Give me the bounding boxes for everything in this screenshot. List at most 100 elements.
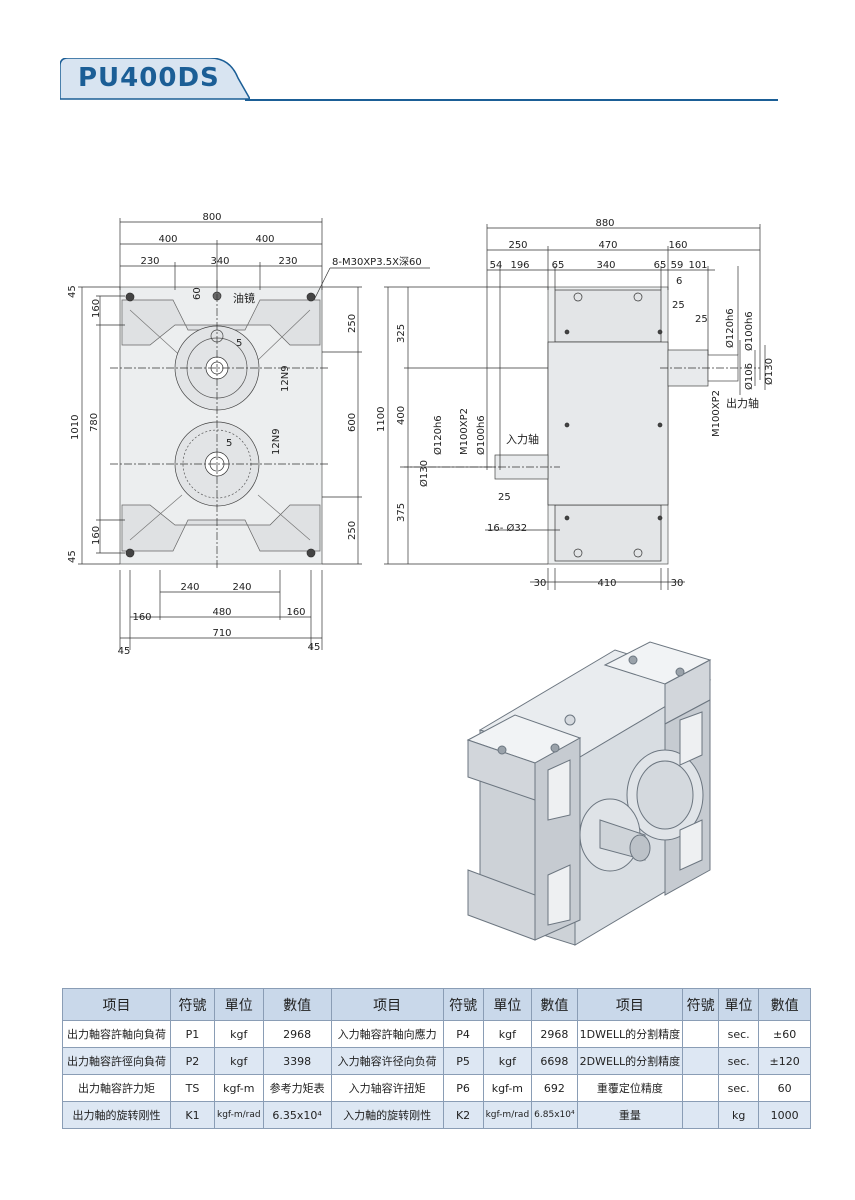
- table-cell: kg: [718, 1101, 760, 1129]
- front-key-b: 12N9: [271, 428, 282, 455]
- side-out-shaft-label: 出力轴: [726, 396, 759, 410]
- table-cell: P5: [442, 1047, 484, 1075]
- front-dim-160-bottom: 160: [91, 526, 102, 545]
- side-in-shaft-label: 入力轴: [506, 432, 539, 446]
- table-cell: K1: [170, 1101, 215, 1129]
- table-cell: [682, 1047, 720, 1075]
- front-dim-340: 340: [210, 256, 229, 267]
- table-cell: [682, 1074, 720, 1102]
- table-cell: sec.: [718, 1020, 760, 1048]
- header-item: 项目: [330, 988, 444, 1021]
- table-cell: 60: [758, 1074, 812, 1102]
- side-dim-470: 470: [598, 240, 617, 251]
- table-cell: 出力軸容許徑向負荷: [62, 1047, 171, 1075]
- table-cell: ±120: [758, 1047, 812, 1075]
- side-dim-101: 101: [688, 260, 707, 271]
- front-dim-400-left: 400: [158, 234, 177, 245]
- table-cell: kgf-m: [482, 1074, 533, 1102]
- header-unit: 單位: [214, 988, 264, 1021]
- technical-drawing: 800 400 400 230 340 230 8-M30XP3.5X深60 油…: [67, 212, 775, 657]
- side-in-m100: M100XP2: [459, 408, 470, 455]
- table-cell: 2DWELL的分割精度: [576, 1047, 684, 1075]
- header-unit: 單位: [482, 988, 533, 1021]
- table-cell: 入力轴容许扭矩: [330, 1074, 444, 1102]
- front-dim-160-br: 160: [286, 607, 305, 618]
- table-cell: K2: [442, 1101, 484, 1129]
- table-cell: ±60: [758, 1020, 812, 1048]
- front-dim-160-bl: 160: [132, 612, 151, 623]
- header-item: 项目: [62, 988, 171, 1021]
- header-rule: [245, 99, 778, 101]
- front-dim-1010: 1010: [70, 415, 81, 440]
- header-unit: 單位: [718, 988, 760, 1021]
- table-cell: 6.85x10⁴: [531, 1101, 578, 1129]
- table-cell: 入力軸的旋转刚性: [330, 1101, 444, 1129]
- front-dim-240-left: 240: [180, 582, 199, 593]
- table-cell: 重量: [576, 1101, 684, 1129]
- side-dim-54: 54: [490, 260, 503, 271]
- table-cell: 参考力矩表: [262, 1074, 332, 1102]
- front-dim-250-top: 250: [347, 314, 358, 333]
- table-cell: 2968: [531, 1020, 578, 1048]
- side-dim-30-right: 30: [671, 578, 684, 589]
- front-dim-45-bl: 45: [118, 646, 131, 657]
- table-row: 出力軸容許軸向負荷 P1 kgf 2968 入力軸容許軸向應力 P4 kgf 2…: [62, 1020, 812, 1048]
- page-header: PU400DS: [0, 0, 855, 110]
- header-symbol: 符號: [170, 988, 215, 1021]
- side-dim-59: 59: [671, 260, 684, 271]
- front-dim-400-right: 400: [255, 234, 274, 245]
- side-in-d100: Ø100h6: [475, 415, 487, 455]
- front-dim-60: 60: [192, 287, 203, 300]
- side-out-d120: Ø120h6: [724, 308, 736, 348]
- front-dim-45-bottom: 45: [67, 550, 78, 563]
- front-dim-230-left: 230: [140, 256, 159, 267]
- table-cell: P4: [442, 1020, 484, 1048]
- front-dim-240-right: 240: [232, 582, 251, 593]
- front-dim-230-right: 230: [278, 256, 297, 267]
- table-cell: P2: [170, 1047, 215, 1075]
- table-cell: TS: [170, 1074, 215, 1102]
- table-cell: kgf: [214, 1020, 264, 1048]
- table-header-row: 项目 符號 單位 數值 项目 符號 單位 數值 项目 符號 單位 數值: [62, 988, 812, 1021]
- spec-table: 项目 符號 單位 數值 项目 符號 單位 數值 项目 符號 單位 數值 出力軸容…: [62, 988, 812, 1129]
- table-cell: 1000: [758, 1101, 812, 1129]
- table-cell: kgf: [482, 1020, 533, 1048]
- front-dim-480: 480: [212, 607, 231, 618]
- header-value: 數值: [262, 988, 332, 1021]
- header-value: 數值: [758, 988, 812, 1021]
- table-cell: sec.: [718, 1074, 760, 1102]
- side-dim-410: 410: [597, 578, 616, 589]
- side-in-dim-25: 25: [498, 492, 511, 503]
- table-cell: 2968: [262, 1020, 332, 1048]
- table-cell: kgf: [482, 1047, 533, 1075]
- side-dim-196: 196: [510, 260, 529, 271]
- side-dim-375: 375: [396, 503, 407, 522]
- table-cell: kgf: [214, 1047, 264, 1075]
- front-dim-250-bottom: 250: [347, 521, 358, 540]
- isometric-view: [466, 641, 712, 946]
- front-key-a: 12N9: [280, 365, 291, 392]
- side-dim-880: 880: [595, 218, 614, 229]
- table-cell: P1: [170, 1020, 215, 1048]
- page-title: PU400DS: [78, 63, 220, 93]
- front-dim-45-top: 45: [67, 285, 78, 298]
- table-cell: 出力軸容許軸向負荷: [62, 1020, 171, 1048]
- table-cell: kgf-m/rad: [482, 1101, 533, 1129]
- side-dim-65b: 65: [654, 260, 667, 271]
- side-dim-340: 340: [596, 260, 615, 271]
- table-row: 出力軸容許力矩 TS kgf-m 参考力矩表 入力轴容许扭矩 P6 kgf-m …: [62, 1074, 812, 1102]
- side-in-d120: Ø120h6: [432, 415, 444, 455]
- table-cell: 6.35x10⁴: [262, 1101, 332, 1129]
- table-cell: 出力軸容許力矩: [62, 1074, 171, 1102]
- side-out-d130: Ø130: [763, 358, 775, 385]
- front-dim-45-br: 45: [308, 642, 321, 653]
- side-out-d100: Ø100h6: [743, 311, 755, 351]
- table-cell: 6698: [531, 1047, 578, 1075]
- side-dim-6: 6: [676, 276, 682, 287]
- side-dim-65a: 65: [552, 260, 565, 271]
- table-cell: 1DWELL的分割精度: [576, 1020, 684, 1048]
- side-dim-400: 400: [396, 406, 407, 425]
- side-dim-1100: 1100: [376, 407, 387, 432]
- side-dim-25a: 25: [672, 300, 685, 311]
- table-cell: 3398: [262, 1047, 332, 1075]
